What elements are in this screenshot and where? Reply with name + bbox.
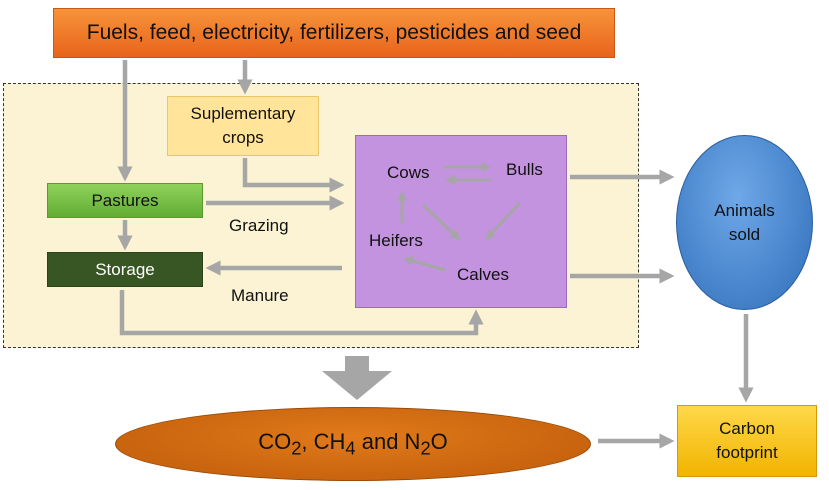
supplementary-crops-box: Suplementary crops — [167, 96, 319, 156]
arrow-storage-to-herd — [119, 290, 484, 336]
greenhouse-gases-ellipse: CO2, CH4 and N2O — [115, 407, 591, 481]
animals-sold-ellipse: Animals sold — [676, 135, 813, 310]
herd-box: Cows Bulls Heifers Calves — [355, 135, 567, 308]
greenhouse-gases-label: CO2, CH4 and N2O — [258, 428, 448, 459]
grazing-label: Grazing — [229, 216, 289, 235]
inputs-box: Fuels, feed, electricity, fertilizers, p… — [53, 8, 615, 58]
storage-box: Storage — [47, 252, 203, 287]
animals-sold-label-line2: sold — [728, 224, 761, 244]
inputs-label: Fuels, feed, electricity, fertilizers, p… — [86, 21, 582, 44]
herd-cows-label: Cows — [387, 163, 430, 182]
pastures-box: Pastures — [47, 183, 203, 218]
carbon-footprint-label-line1: Carbon — [719, 419, 775, 438]
herd-bulls-label: Bulls — [506, 160, 543, 179]
herd-heifers-label: Heifers — [369, 231, 423, 250]
carbon-footprint-label-line2: footprint — [716, 443, 778, 462]
arrow-calves-to-heifers — [403, 256, 446, 272]
arrow-supplementary-crops-to-herd — [242, 158, 345, 193]
manure-label: Manure — [231, 286, 289, 305]
supplementary-crops-label-line2: crops — [222, 128, 264, 147]
supplementary-crops-label-line1: Suplementary — [190, 104, 296, 123]
arrow-bulls-to-calves — [484, 201, 522, 241]
herd-calves-label: Calves — [457, 265, 509, 284]
arrow-cows-to-calves — [421, 203, 461, 241]
pastures-label: Pastures — [91, 190, 159, 210]
carbon-footprint-box: Carbon footprint — [677, 405, 817, 477]
storage-label: Storage — [95, 259, 155, 279]
arrow-system-to-gases — [322, 356, 392, 400]
animals-sold-label-line1: Animals — [714, 200, 775, 220]
